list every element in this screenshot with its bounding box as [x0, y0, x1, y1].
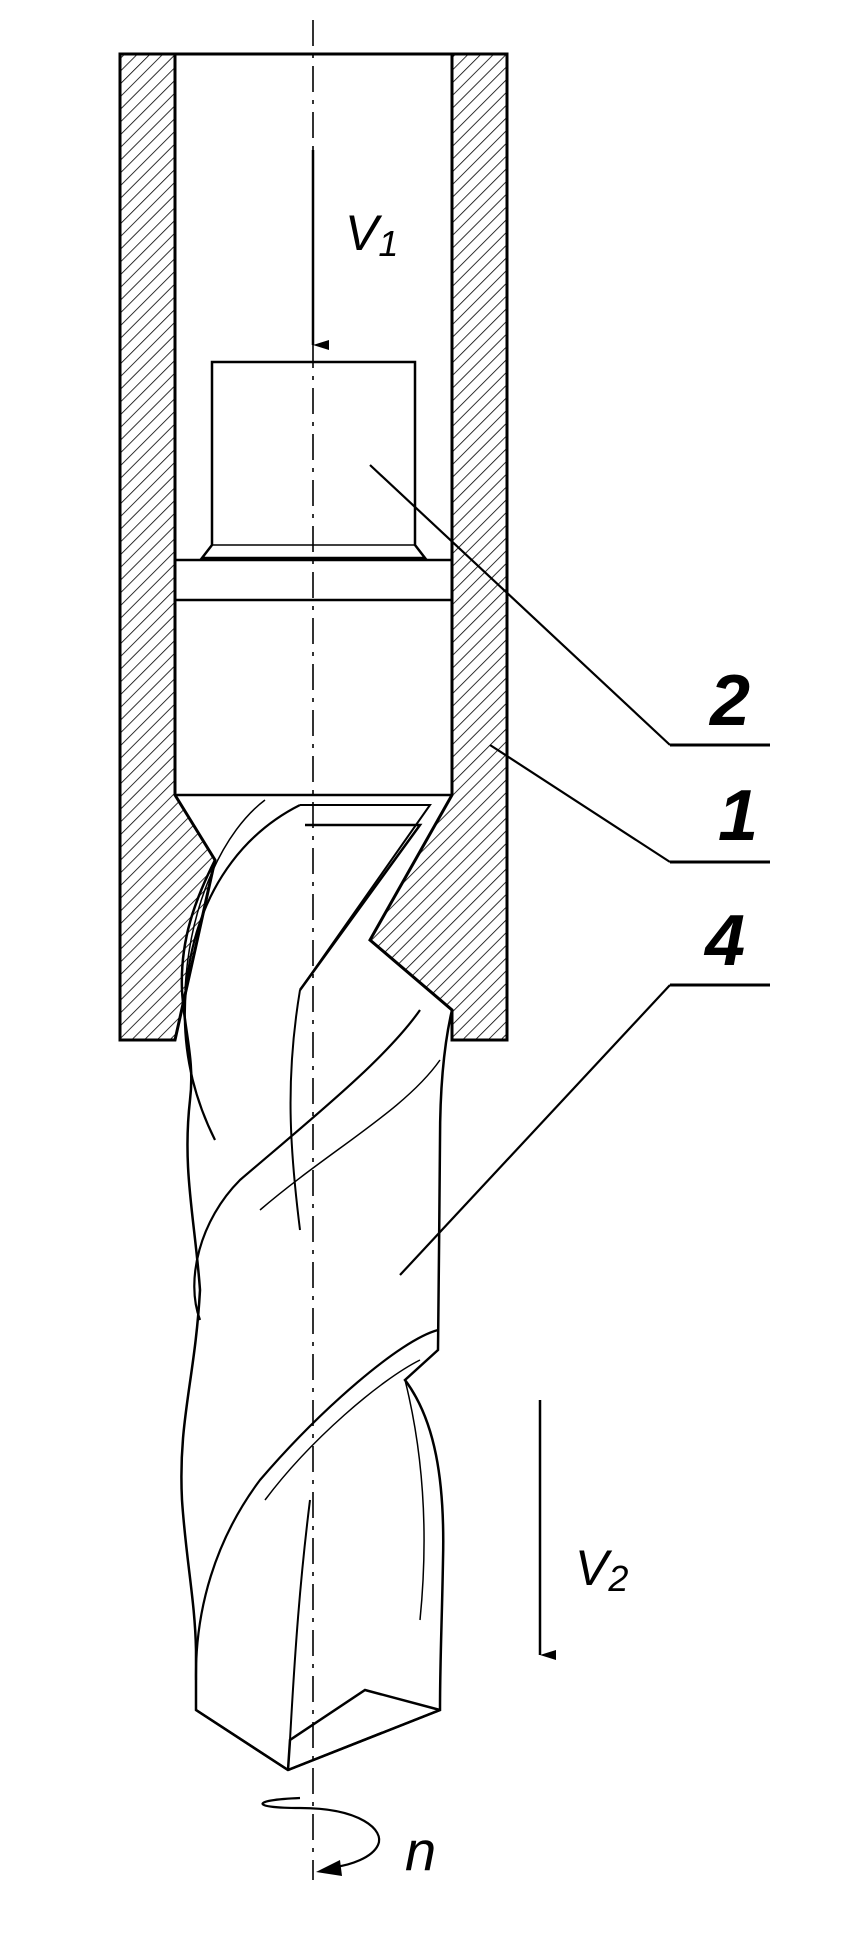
rotation-label: n	[405, 1819, 436, 1882]
label-part-1: 1	[718, 776, 758, 856]
flute-1	[183, 804, 301, 1141]
drill-bit	[180, 799, 454, 1772]
flute-8	[289, 1499, 311, 1741]
drill-left-contour	[180, 859, 289, 1772]
v1-label: V1	[345, 205, 398, 264]
label-part-4: 4	[703, 901, 745, 981]
leader-2	[369, 464, 770, 747]
flute-5	[289, 989, 301, 1231]
flute-6	[194, 1328, 439, 1681]
flute-7	[264, 1359, 421, 1501]
leader-4	[399, 983, 770, 1276]
flute-9	[404, 1379, 425, 1621]
label-part-2: 2	[708, 661, 750, 741]
leader-1	[489, 744, 770, 864]
v2-label: V2	[575, 1540, 628, 1599]
flute-2	[184, 799, 266, 991]
rotation-arrow	[261, 1796, 381, 1869]
drill-tip	[195, 1688, 441, 1772]
flute-3	[193, 1009, 421, 1321]
flute-4	[259, 1059, 441, 1211]
sleeve-right-wall	[368, 52, 509, 1042]
